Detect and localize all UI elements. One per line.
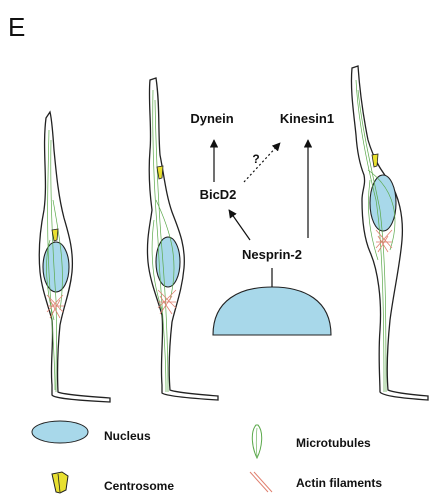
legend-microtubules-label: Microtubules xyxy=(296,436,371,450)
legend-actin-icon xyxy=(250,472,272,492)
legend-nucleus-icon xyxy=(32,421,88,443)
legend-actin-label: Actin filaments xyxy=(296,476,382,490)
arrow-nesprin-to-bicd2 xyxy=(229,210,250,240)
legend-nucleus-label: Nucleus xyxy=(104,429,151,443)
legend-microtubules-detail xyxy=(256,428,257,456)
panel-letter: E xyxy=(8,12,25,42)
label-dynein: Dynein xyxy=(190,111,233,126)
label-question: ? xyxy=(252,152,259,166)
neuron-middle xyxy=(147,78,218,400)
neuron-right xyxy=(351,66,428,400)
nucleus-middle xyxy=(156,237,180,287)
label-bicd2: BicD2 xyxy=(200,187,237,202)
nucleus-left xyxy=(43,242,69,292)
nucleus-dome xyxy=(213,287,331,335)
neuron-left xyxy=(39,112,110,402)
label-nesprin: Nesprin-2 xyxy=(242,247,302,262)
arrow-bicd2-to-kinesin-dotted xyxy=(244,143,280,182)
legend-centrosome-label: Centrosome xyxy=(104,479,174,493)
label-kinesin: Kinesin1 xyxy=(280,111,334,126)
legend: Nucleus Centrosome Microtubules Actin fi… xyxy=(32,421,382,493)
pathway-diagram: Nesprin-2 BicD2 Dynein Kinesin1 ? xyxy=(190,111,334,335)
